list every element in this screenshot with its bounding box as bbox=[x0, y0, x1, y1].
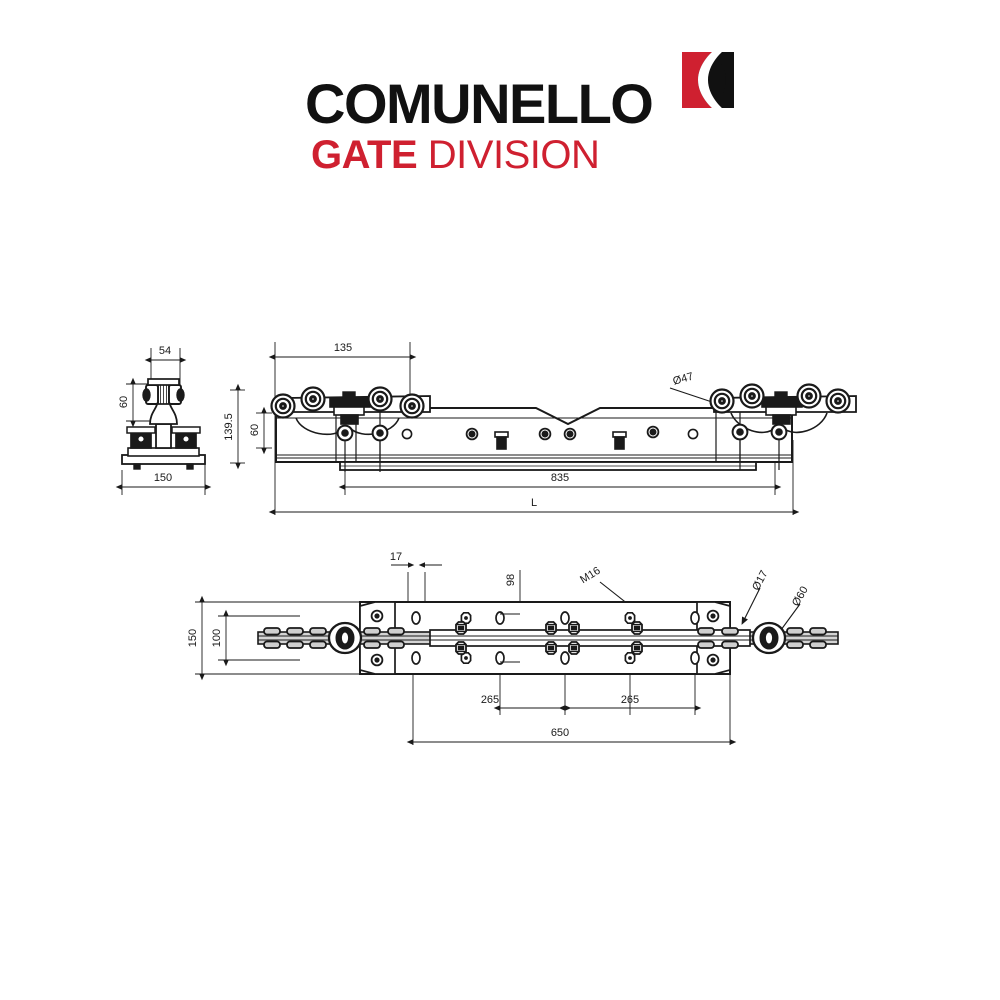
dim-60-elevation-label: 60 bbox=[249, 424, 261, 436]
dim-139-5-label: 139.5 bbox=[223, 413, 235, 441]
dim-100: 100 bbox=[211, 609, 229, 667]
side-elevation-view: 135 60 835 L Ø47 bbox=[249, 342, 857, 515]
dim-L-label: L bbox=[531, 497, 537, 509]
dim-650: 650 bbox=[406, 727, 737, 745]
dim-54: 54 bbox=[144, 345, 187, 363]
dim-60-left: 60 bbox=[118, 377, 136, 428]
plate-slot-holes bbox=[411, 611, 700, 665]
dim-150-plan: 150 bbox=[187, 595, 205, 681]
dim-265-right-label: 265 bbox=[621, 694, 639, 706]
dim-60-left-label: 60 bbox=[118, 396, 130, 408]
left-trolley-assembly bbox=[270, 386, 431, 472]
callout-m16-label: M16 bbox=[578, 565, 603, 587]
callout-diameter-47-label: Ø47 bbox=[672, 370, 695, 387]
dim-L: L bbox=[268, 497, 800, 515]
dim-98: 98 bbox=[505, 574, 517, 586]
dim-139-5: 139.5 bbox=[223, 383, 241, 470]
dim-150-left: 150 bbox=[115, 472, 212, 490]
dim-135-label: 135 bbox=[334, 342, 352, 354]
company-logo: COMUNELLO GATE DIVISION bbox=[305, 52, 735, 190]
dim-650-label: 650 bbox=[551, 727, 569, 739]
logo-subline: GATE DIVISION bbox=[311, 133, 600, 177]
centre-marks bbox=[500, 613, 520, 663]
dim-54-label: 54 bbox=[159, 345, 171, 357]
left-roller-pack bbox=[263, 621, 405, 655]
callout-diameter-60: Ø60 bbox=[773, 584, 811, 641]
callout-diameter-60-label: Ø60 bbox=[790, 584, 811, 608]
right-roller-pack bbox=[697, 621, 827, 655]
plan-top-view: 150 100 17 98 265 bbox=[187, 551, 839, 745]
dim-100-label: 100 bbox=[211, 629, 223, 647]
logo-wordmark: COMUNELLO bbox=[305, 72, 654, 135]
right-trolley-assembly bbox=[709, 383, 857, 470]
dim-265-right: 265 bbox=[558, 694, 702, 711]
dim-265-left-label: 265 bbox=[481, 694, 499, 706]
callout-diameter-17-label: Ø17 bbox=[750, 569, 770, 593]
carriage-front-geometry bbox=[121, 378, 206, 470]
callout-diameter-17: Ø17 bbox=[741, 569, 771, 625]
dim-150-left-label: 150 bbox=[154, 472, 172, 484]
dim-150-plan-label: 150 bbox=[187, 629, 199, 647]
bracket-mounting-holes bbox=[370, 609, 720, 667]
logo-sub-division: DIVISION bbox=[417, 133, 600, 177]
dim-835-label: 835 bbox=[551, 472, 569, 484]
dim-60-elevation: 60 bbox=[249, 406, 267, 455]
left-end-section-view: 54 60 139.5 150 bbox=[115, 345, 245, 495]
dim-835: 835 bbox=[338, 472, 782, 490]
dim-135: 135 bbox=[268, 342, 417, 360]
dim-17-label: 17 bbox=[390, 551, 402, 563]
dim-17: 17 bbox=[390, 551, 442, 568]
comunello-c-mark-icon bbox=[682, 52, 734, 108]
dim-265-left: 265 bbox=[481, 694, 572, 711]
logo-sub-gate: GATE bbox=[311, 133, 418, 177]
dim-98-label: 98 bbox=[505, 574, 517, 586]
main-beam-geometry bbox=[275, 407, 793, 471]
